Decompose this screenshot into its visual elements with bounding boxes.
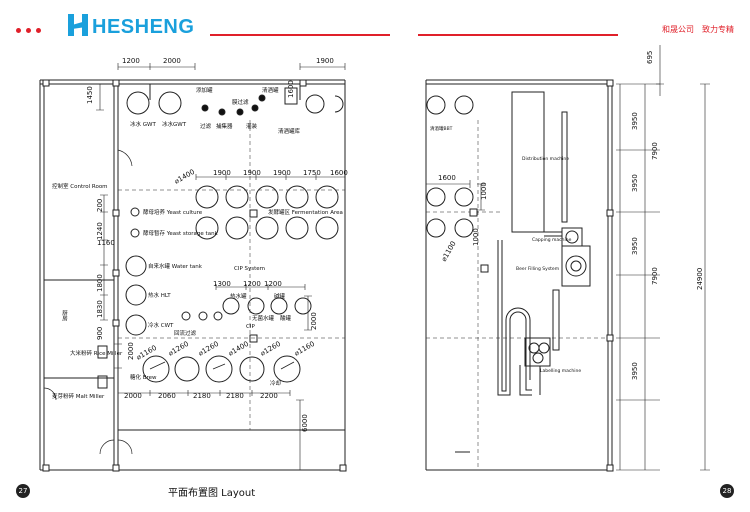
dim-right-total: 24900: [696, 268, 704, 290]
hesheng-logo-icon: [68, 14, 88, 36]
label-yeast-culture: 酵母培养 Yeast culture: [143, 208, 203, 216]
diam-4: ⌀1260: [197, 340, 220, 358]
page-number-right: 28: [720, 484, 734, 498]
label-alkali: 碱罐: [274, 292, 286, 300]
dim-tank-3: 1900: [273, 169, 291, 177]
dim-bottom-3: 2180: [193, 392, 211, 400]
fermentation-tanks: [195, 185, 339, 240]
label-cwt: 冷水 CWT: [148, 321, 174, 329]
label-capping: Capping machine: [532, 237, 572, 243]
label-yeast-storage: 酵母暂存 Yeast storage tank: [143, 229, 219, 237]
label-back-pipe: 回流过滤: [174, 329, 197, 337]
dim-left-4: 1160: [97, 239, 115, 247]
label-brew: 糖化 Brew: [130, 373, 157, 381]
dim-misc-3: 6000: [301, 414, 309, 432]
dim-bottom-4: 2180: [226, 392, 244, 400]
dim-right-4: 3950: [631, 237, 639, 255]
left-building-walls: [39, 79, 346, 471]
dim-misc-2: 2000: [310, 312, 318, 330]
dim-tank-2: 1900: [243, 169, 261, 177]
label-wine-tank: 清酒罐: [262, 86, 279, 94]
dim-right-2: 7900: [651, 142, 659, 160]
label-filter3: 膜过滤: [232, 98, 249, 106]
dim-bottom-1: 2000: [124, 392, 142, 400]
dim-right-top-2: 1000: [480, 182, 488, 200]
label-filter1: 过滤: [200, 122, 212, 130]
dim-tank-5: 1600: [330, 169, 348, 177]
dim-top-3: 1900: [316, 57, 334, 65]
label-add-water: 添加罐: [196, 86, 213, 94]
label-filling: Beer Filling System: [516, 266, 559, 272]
dim-left-5: 1800: [96, 274, 104, 292]
label-room: 清酒罐库: [278, 127, 301, 135]
header-tagline: 和晟公司 致力专精: [662, 25, 734, 34]
label-filter2: 捕集器: [216, 122, 233, 130]
dim-cip-3: 1200: [264, 280, 282, 288]
label-control-room: 控制室 Control Room: [52, 182, 108, 190]
diam-6: ⌀1260: [259, 340, 282, 358]
diam-right: ⌀1100: [440, 240, 458, 263]
label-cip2: CIP: [246, 324, 255, 330]
header-rule-right: [418, 34, 618, 36]
diam-3: ⌀1260: [167, 340, 190, 358]
label-cip: CIP System: [234, 266, 265, 272]
label-labelling: Labelling machine: [540, 368, 581, 374]
dim-bottom-5: 2200: [260, 392, 278, 400]
diam-7: ⌀1160: [293, 340, 316, 358]
label-rice-miller: 大米粉碎 Rice Miller: [70, 349, 123, 357]
label-ice-water2: 冰水GWT: [162, 120, 187, 128]
diam-1: ⌀1400: [173, 168, 196, 186]
label-malt-miller: 麦芽粉碎 Malt Miller: [52, 392, 105, 400]
page-caption: 平面布置图 Layout: [168, 488, 256, 499]
label-sterile: 无菌水罐: [252, 314, 275, 322]
dim-right-top-3: 1000: [472, 228, 480, 246]
dim-right-0: 695: [646, 51, 654, 64]
label-wash: 灌装: [246, 122, 258, 130]
label-distribution: Distribution machine: [522, 156, 569, 162]
dim-left-3: 1240: [96, 222, 104, 240]
dim-left-7: 900: [96, 327, 104, 340]
diam-2: ⌀1160: [135, 344, 158, 362]
dim-tank-4: 1750: [303, 169, 321, 177]
dim-left-8: 2000: [127, 342, 135, 360]
dim-right-top-1: 1600: [438, 174, 456, 182]
dim-right-6: 3950: [631, 362, 639, 380]
header-dots: [16, 28, 41, 33]
label-kitchen: 厨房: [61, 310, 68, 323]
brand-name: HESHENG: [92, 16, 195, 38]
label-acid: 酸罐: [280, 314, 292, 322]
dim-tank-1: 1900: [213, 169, 231, 177]
dim-left-1: 1450: [86, 86, 94, 104]
dim-top-2: 2000: [163, 57, 181, 65]
label-fermentation: 发酵罐区 Fermentation Area: [268, 208, 343, 216]
label-ice-water: 冰水 GWT: [130, 120, 156, 128]
label-bbt: 清酒罐BBT: [430, 125, 453, 132]
dim-top-1: 1200: [122, 57, 140, 65]
dim-left-6: 1830: [96, 300, 104, 318]
dim-right-5: 7900: [651, 267, 659, 285]
label-hlt: 热水 HLT: [148, 291, 171, 299]
dim-right-3: 3950: [631, 174, 639, 192]
header-rule-left: [210, 34, 390, 36]
label-cold: 冷却: [270, 379, 282, 387]
dim-misc-1: 1600: [287, 80, 295, 98]
diam-5: ⌀1400: [227, 340, 250, 358]
dim-right-1: 3950: [631, 112, 639, 130]
dim-cip-1: 1300: [213, 280, 231, 288]
right-building-walls: [425, 79, 613, 471]
label-hot-water: 热水罐: [230, 292, 247, 300]
dim-cip-2: 1200: [243, 280, 261, 288]
dim-left-2: 200: [96, 199, 104, 212]
page-number-left: 27: [16, 484, 30, 498]
label-water-tank: 自来水罐 Water tank: [148, 262, 203, 270]
dim-bottom-2: 2060: [158, 392, 176, 400]
